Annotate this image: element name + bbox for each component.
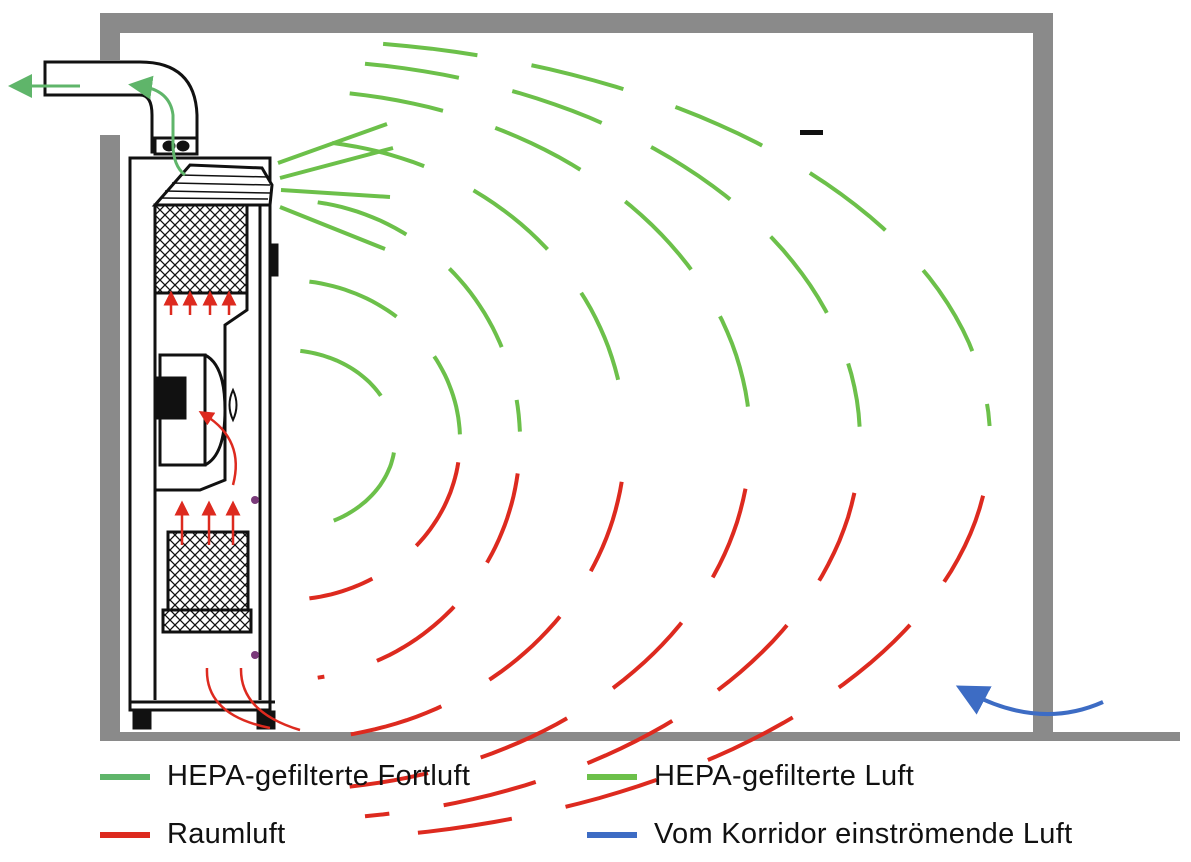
legend-swatch	[100, 831, 150, 838]
room-air-wave	[332, 481, 624, 740]
room-air-wave	[309, 461, 461, 601]
room-air-wave	[349, 488, 748, 789]
legend-item-room-air: Raumluft	[100, 818, 285, 851]
legend-label: Raumluft	[167, 818, 286, 850]
legend-label: HEPA-gefilterte Fortluft	[167, 760, 471, 792]
legend-swatch	[100, 773, 150, 780]
legend-item-exhaust: HEPA-gefilterte Fortluft	[100, 760, 470, 793]
room-air-wave	[317, 473, 520, 680]
filtered-air-wave	[349, 91, 752, 428]
fan-motor	[153, 376, 187, 420]
legend-label: Vom Korridor einströmende Luft	[654, 818, 1073, 850]
exhaust-duct	[43, 60, 199, 156]
filtered-air-wave	[364, 61, 862, 427]
filtered-air-wave	[300, 452, 396, 532]
room-air-wave	[364, 492, 857, 819]
airflow-waves	[300, 41, 992, 839]
filtered-air-wave	[382, 41, 992, 427]
room-air-wave	[382, 495, 986, 839]
filtered-air-wave	[332, 140, 627, 430]
legend-swatch	[587, 831, 637, 838]
legend-item-filtered: HEPA-gefilterte Luft	[587, 760, 914, 793]
legend-item-corridor: Vom Korridor einströmende Luft	[587, 818, 1072, 851]
filter-grille	[159, 174, 271, 200]
air-purifier-device	[128, 156, 279, 730]
internal-room-air-arrows	[163, 290, 301, 732]
filtered-air-wave	[309, 279, 462, 435]
exhaust-air-arrows	[8, 74, 186, 177]
corridor-air-arrow	[800, 130, 1104, 717]
filtered-air-wave	[300, 348, 397, 438]
hepa-filter-top	[153, 203, 249, 295]
legend-label: HEPA-gefilterte Luft	[654, 760, 915, 792]
room-walls	[100, 13, 1180, 741]
legend-swatch	[587, 773, 637, 780]
filtered-air-wave	[317, 200, 522, 432]
wall-marker	[800, 130, 823, 135]
